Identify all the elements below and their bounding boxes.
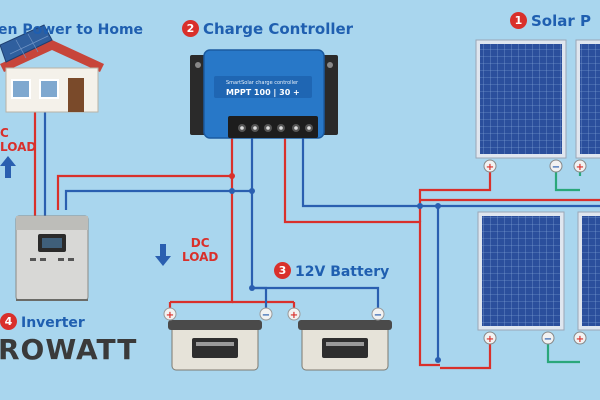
inverter-wire-positive (56, 174, 232, 210)
ac-load-label: C LOAD (0, 126, 37, 154)
solar-panel-2 (575, 39, 600, 159)
battery-series-negative (252, 286, 268, 314)
inverter-wire-negative (64, 189, 252, 210)
junctions (229, 173, 441, 363)
pv-wire-negative (301, 138, 440, 360)
controller-model-text: MPPT 100 | 30 + (226, 88, 300, 97)
terminal-negative: − (544, 334, 552, 345)
ac-load-arrow-icon (0, 156, 16, 178)
terminal-negative: − (552, 162, 560, 173)
solar-panel-1 (475, 39, 567, 159)
terminal-negative: − (262, 310, 270, 321)
badge-2: 2 (182, 20, 199, 37)
dc-load-label: DC LOAD (182, 236, 219, 264)
solar-panel-3 (477, 211, 565, 331)
panel-interconnect-bottom (546, 338, 580, 364)
inverter-brand-logo: ROWATT (0, 333, 138, 366)
panel-terminals (483, 159, 587, 345)
badge-1: 1 (510, 12, 527, 29)
panel-interconnect-top (554, 166, 580, 192)
dc-load-arrow-icon (155, 244, 171, 266)
badge-3: 3 (274, 262, 291, 279)
terminal-positive: + (576, 334, 584, 345)
charge-controller-device: SmartSolar charge controller MPPT 100 | … (190, 49, 338, 139)
terminal-positive: + (290, 310, 298, 321)
terminal-positive: + (166, 310, 174, 321)
terminal-negative: − (374, 310, 382, 321)
terminal-positive: + (576, 162, 584, 173)
terminal-positive: + (486, 162, 494, 173)
battery-2 (287, 307, 392, 371)
inverter-device (15, 215, 89, 301)
power-to-home-label: en Power to Home (0, 22, 144, 38)
battery-wire-positive (170, 138, 234, 304)
solar-panel-4 (577, 211, 600, 331)
badge-4: 4 (0, 313, 17, 330)
controller-brand-text: SmartSolar charge controller (226, 80, 299, 86)
battery-wire-negative (250, 138, 380, 314)
house-icon (0, 24, 104, 113)
battery-1 (163, 307, 273, 371)
terminal-positive: + (486, 334, 494, 345)
